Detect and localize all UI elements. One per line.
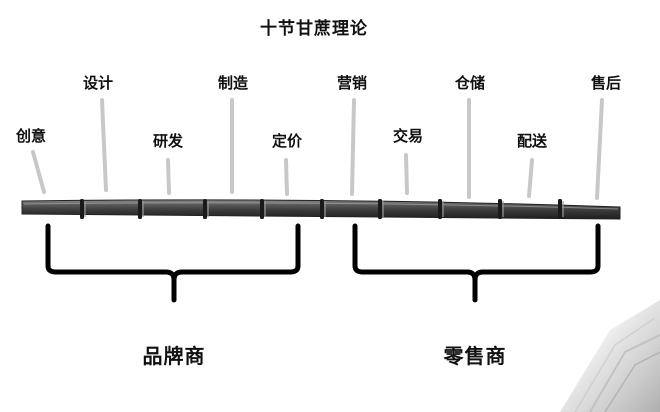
cane-node-highlight [442, 201, 444, 217]
cane-node [260, 199, 264, 219]
brush-stroke-decoration [560, 300, 660, 412]
group-label-brand: 品牌商 [142, 344, 206, 368]
cane-node [80, 199, 84, 219]
stage-label-marketing: 营销 [336, 74, 368, 92]
pointer-line [166, 158, 171, 195]
pointer-line [527, 158, 534, 198]
cane-node-highlight [142, 201, 144, 217]
stage-label-creativity: 创意 [15, 127, 47, 145]
retail-brace [352, 223, 601, 303]
stage-label-after-sales: 售后 [590, 74, 622, 92]
cane-node-highlight [502, 201, 504, 217]
cane-node [438, 199, 442, 219]
cane-node [203, 199, 207, 219]
cane-node-highlight [382, 201, 384, 217]
stage-label-warehousing: 仓储 [454, 74, 486, 92]
stage-pointers [31, 98, 604, 200]
brand-brace [45, 223, 301, 303]
stage-label-design: 设计 [82, 74, 114, 92]
sugarcane-nodes [80, 199, 564, 219]
cane-node-highlight [324, 201, 326, 217]
cane-node-highlight [84, 201, 86, 217]
stage-label-rnd: 研发 [152, 132, 184, 150]
stage-label-delivery: 配送 [516, 132, 548, 150]
cane-node [320, 199, 324, 219]
pointer-line [350, 98, 356, 196]
pointer-line [595, 98, 604, 200]
group-label-retailer: 零售商 [443, 344, 507, 368]
cane-node [558, 199, 562, 219]
cane-node-highlight [562, 201, 564, 217]
pointer-line [100, 98, 108, 192]
pointer-line [284, 158, 289, 196]
stage-label-transaction: 交易 [392, 127, 424, 145]
pointer-line [31, 150, 46, 194]
cane-node [498, 199, 502, 219]
cane-node [138, 199, 142, 219]
diagram-title: 十节甘蔗理论 [260, 19, 368, 39]
cane-node-highlight [207, 201, 209, 217]
stage-label-pricing: 定价 [271, 132, 303, 150]
cane-node-highlight [264, 201, 266, 217]
stage-label-manufacturing: 制造 [217, 74, 249, 92]
pointer-line [404, 153, 409, 195]
cane-node [378, 199, 382, 219]
